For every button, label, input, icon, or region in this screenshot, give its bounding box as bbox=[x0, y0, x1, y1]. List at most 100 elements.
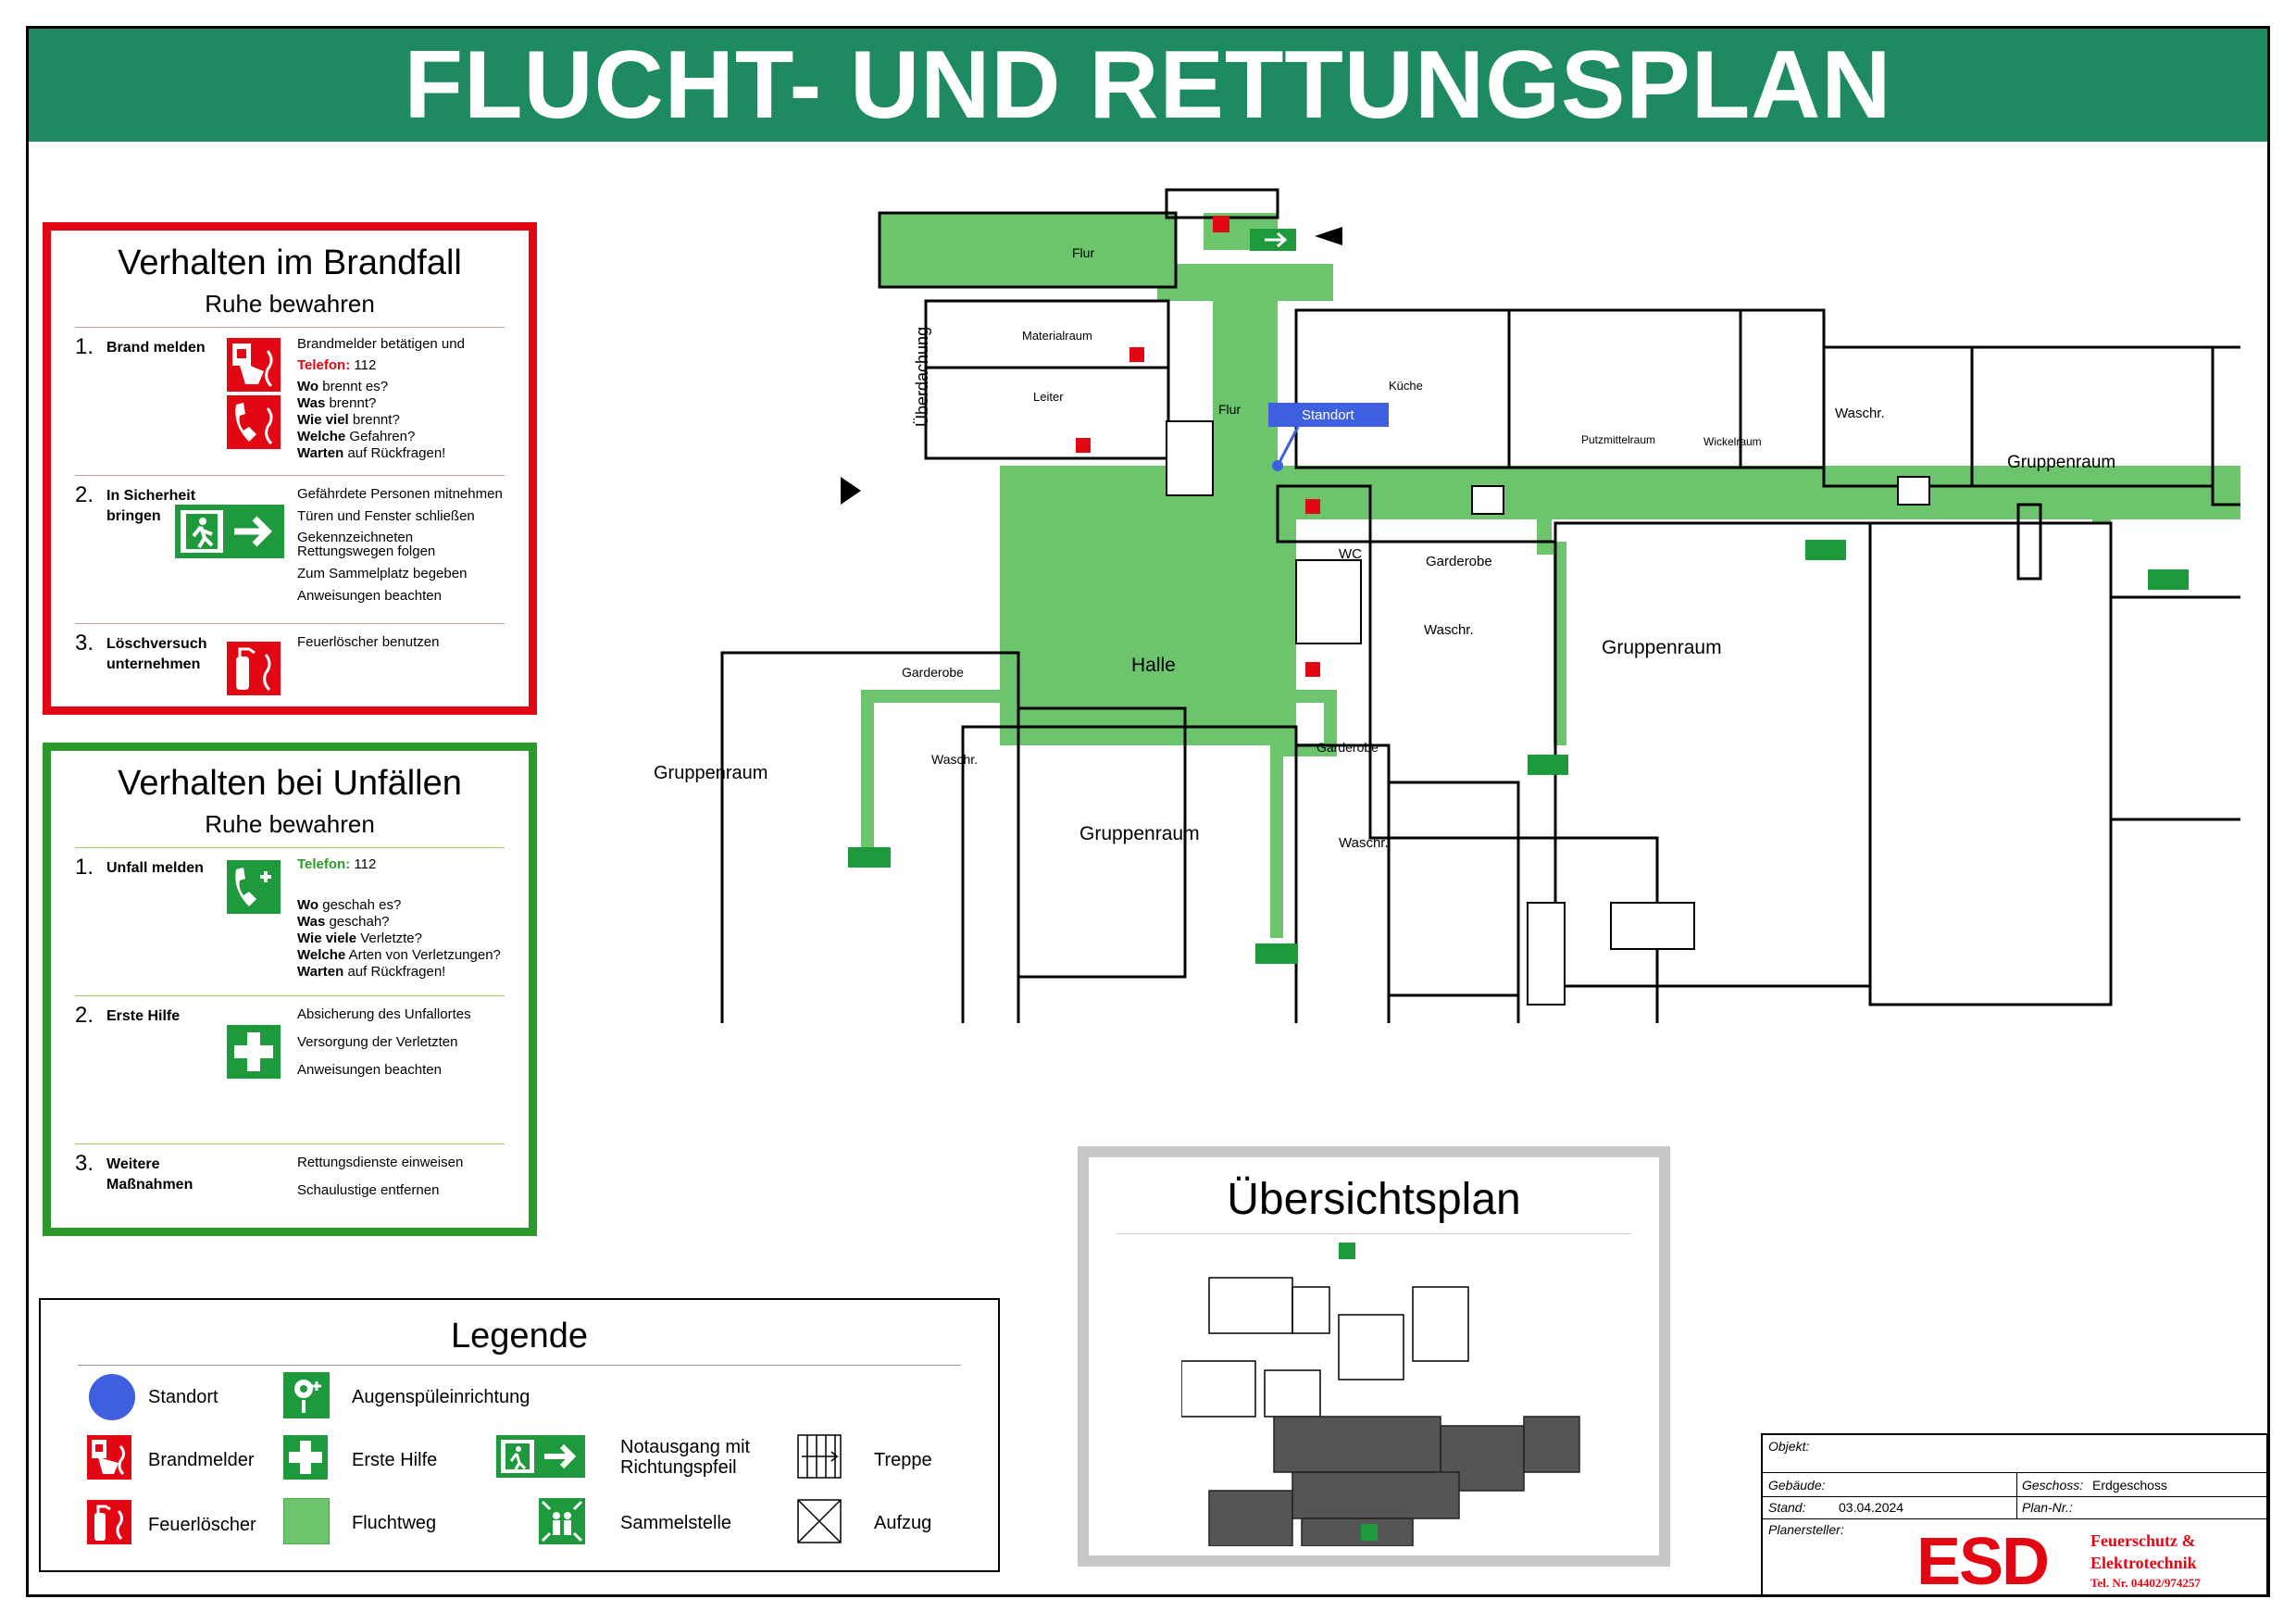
brandfall-title: Verhalten im Brandfall bbox=[118, 244, 462, 282]
instruction-text: Brandmelder betätigen und bbox=[297, 336, 465, 352]
room-label: WC bbox=[1339, 546, 1362, 562]
stand-label: Stand: bbox=[1768, 1500, 1806, 1515]
room-label: Materialraum bbox=[1022, 329, 1092, 343]
title-block: Objekt: Gebäude: Geschoss: Erdgeschoss S… bbox=[1761, 1433, 2268, 1599]
plan-frame bbox=[26, 26, 2270, 1597]
question-text: brennt? bbox=[352, 412, 400, 428]
feuerloescher-icon bbox=[227, 642, 281, 695]
notruf-telephone-icon bbox=[227, 860, 281, 914]
question-text: geschah? bbox=[329, 914, 390, 930]
floor-plan: Flur Flur Materialraum Leiter Überdachun… bbox=[654, 188, 2240, 1023]
divider bbox=[75, 847, 505, 848]
title-bar: FLUCHT- UND RETTUNGSPLAN bbox=[29, 29, 2267, 142]
room-label: Wickelraum bbox=[1703, 435, 1762, 448]
legend-label: Brandmelder bbox=[148, 1450, 255, 1470]
question-keyword: Warten bbox=[297, 964, 344, 980]
question-text: brennt es? bbox=[322, 379, 389, 394]
telefon-number: 112 bbox=[354, 856, 377, 872]
plan-nr-label: Plan-Nr.: bbox=[2022, 1500, 2073, 1515]
view-direction-marker bbox=[841, 477, 861, 505]
question-keyword: Wo bbox=[297, 897, 319, 913]
divider bbox=[1763, 1496, 2266, 1497]
page-title: FLUCHT- UND RETTUNGSPLAN bbox=[404, 31, 1892, 139]
divider bbox=[1763, 1472, 2266, 1473]
legend-label: Sammelstelle bbox=[620, 1513, 732, 1533]
view-direction-marker bbox=[1315, 227, 1342, 245]
step-label: Löschversuch unternehmen bbox=[106, 636, 207, 672]
room-label: Küche bbox=[1389, 379, 1423, 393]
standort-pointer bbox=[1276, 426, 1300, 467]
divider bbox=[75, 327, 505, 328]
question-keyword: Welche bbox=[297, 429, 346, 444]
telefon-number: 112 bbox=[354, 357, 377, 373]
room-label: Putzmittelraum bbox=[1581, 433, 1655, 446]
room-label: Halle bbox=[1131, 655, 1176, 676]
room-label: Waschr. bbox=[931, 752, 978, 767]
instruction-text: Türen und Fenster schließen bbox=[297, 508, 475, 524]
question-keyword: Wo bbox=[297, 379, 319, 394]
step-label: Unfall melden bbox=[106, 860, 204, 876]
overview-panel: Übersichtsplan bbox=[1078, 1146, 1670, 1567]
company-name: Feuerschutz & bbox=[2090, 1531, 2196, 1550]
instruction-text: Versorgung der Verletzten bbox=[297, 1034, 458, 1050]
stand-value: 03.04.2024 bbox=[1839, 1500, 1904, 1515]
room-label: Garderobe bbox=[1426, 554, 1492, 569]
divider bbox=[75, 623, 505, 624]
standort-label: Standort bbox=[1302, 407, 1355, 423]
legend-title: Legende bbox=[451, 1317, 588, 1355]
company-phone: Tel. Nr. 04402/974257 bbox=[2090, 1576, 2201, 1590]
legend-label: Notausgang mit Richtungspfeil bbox=[620, 1437, 751, 1478]
question-keyword: Wie viele bbox=[297, 931, 357, 946]
brandfall-subtitle: Ruhe bewahren bbox=[205, 290, 375, 318]
instruction-text: Anweisungen beachten bbox=[297, 1062, 442, 1078]
step-number: 1. bbox=[75, 334, 94, 359]
room-label: Garderobe bbox=[902, 665, 964, 680]
brandmelder-icon bbox=[87, 1435, 131, 1480]
objekt-label: Objekt: bbox=[1768, 1439, 1810, 1454]
overview-title: Übersichtsplan bbox=[1227, 1175, 1521, 1224]
standort-dot bbox=[1272, 460, 1283, 471]
room-label: Waschr. bbox=[1835, 406, 1885, 421]
divider bbox=[2016, 1472, 2017, 1518]
legend: Legende Standort Augenspüleinrichtung Br… bbox=[39, 1298, 1000, 1572]
company-name: Elektrotechnik bbox=[2090, 1554, 2197, 1572]
standort-icon bbox=[89, 1374, 135, 1420]
augenspuele-icon bbox=[283, 1372, 330, 1418]
fluchtweg-swatch bbox=[283, 1498, 330, 1544]
legend-label: Standort bbox=[148, 1387, 218, 1407]
step-number: 2. bbox=[75, 482, 94, 507]
erste-hilfe-icon bbox=[283, 1435, 328, 1480]
question-keyword: Was bbox=[297, 914, 326, 930]
instruction-text: Anweisungen beachten bbox=[297, 588, 442, 604]
room-label: Gruppenraum bbox=[1602, 637, 1722, 658]
question-keyword: Welche bbox=[297, 947, 346, 963]
sammelstelle-icon bbox=[539, 1498, 585, 1544]
room-label: Waschr. bbox=[1339, 835, 1389, 851]
step-number: 3. bbox=[75, 1151, 94, 1176]
brandmelder-icon bbox=[227, 338, 281, 392]
question-keyword: Was bbox=[297, 395, 326, 411]
room-label: Überdachung bbox=[913, 327, 931, 427]
room-label: Leiter bbox=[1033, 390, 1064, 404]
step-number: 2. bbox=[75, 1003, 94, 1028]
esd-logo: ESD bbox=[1916, 1525, 2050, 1599]
telefon-label: Telefon: bbox=[297, 856, 351, 872]
room-label: Gruppenraum bbox=[1079, 823, 1200, 844]
question-keyword: Warten bbox=[297, 445, 344, 461]
question-text: auf Rückfragen! bbox=[347, 964, 446, 980]
room-label: Gruppenraum bbox=[2007, 453, 2115, 472]
room-label: Flur bbox=[1072, 245, 1094, 260]
question-keyword: Wie viel bbox=[297, 412, 349, 428]
aufzug-icon bbox=[797, 1499, 842, 1543]
unfall-title: Verhalten bei Unfällen bbox=[118, 764, 462, 803]
instruction-text: Gefährdete Personen mitnehmen bbox=[297, 486, 503, 502]
divider bbox=[78, 1365, 961, 1366]
step-label: In Sicherheit bringen bbox=[106, 488, 196, 524]
question-text: brennt? bbox=[329, 395, 377, 411]
notausgang-icon bbox=[496, 1435, 585, 1478]
room-label: Flur bbox=[1218, 402, 1241, 417]
step-number: 3. bbox=[75, 631, 94, 656]
planersteller-label: Planersteller: bbox=[1768, 1522, 1844, 1537]
question-text: geschah es? bbox=[322, 897, 402, 913]
notausgang-icon bbox=[175, 505, 284, 558]
